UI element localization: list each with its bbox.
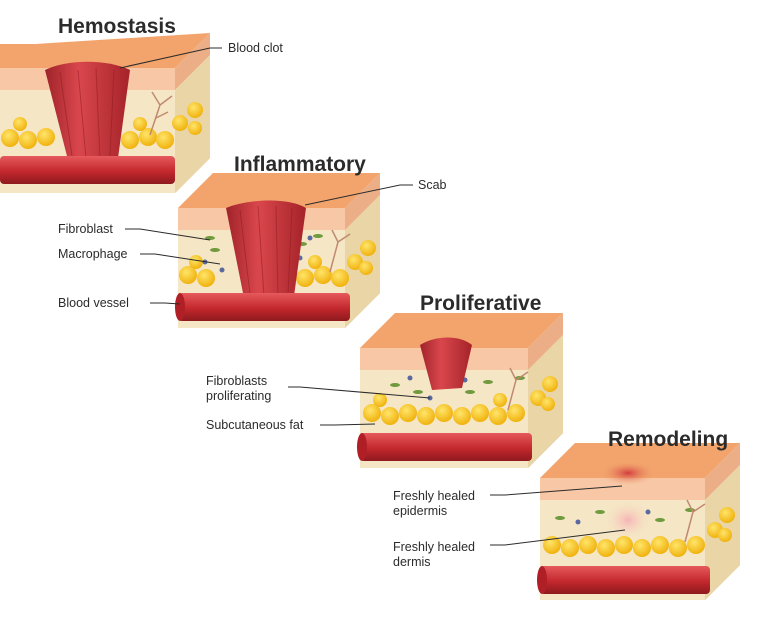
label-freshly-healed-dermis-line1: Freshly healed [393, 540, 475, 554]
proliferative-title: Proliferative [420, 292, 541, 315]
inflammatory-title: Inflammatory [234, 153, 366, 176]
label-macrophage: Macrophage [58, 247, 128, 261]
label-freshly-healed-dermis-line2: dermis [393, 555, 431, 569]
label-freshly-healed-epidermis-line1: Freshly healed [393, 489, 475, 503]
scab [420, 337, 472, 390]
blood-vessel [357, 433, 532, 461]
scab [226, 200, 306, 298]
hemostasis-title: Hemostasis [58, 15, 176, 38]
hemostasis-block [0, 33, 210, 193]
label-blood-clot: Blood clot [228, 41, 283, 55]
blood-vessel [0, 156, 175, 184]
label-fibroblasts-proliferating-line2: proliferating [206, 389, 271, 403]
inflammatory-block [175, 173, 380, 328]
blood-clot [45, 61, 130, 160]
leader-lines [119, 47, 626, 546]
label-blood-vessel: Blood vessel [58, 296, 129, 310]
remodeling-title: Remodeling [608, 428, 728, 451]
fat-layer [1, 102, 203, 149]
label-freshly-healed-epidermis-line2: epidermis [393, 504, 447, 518]
blood-vessel [175, 293, 350, 321]
label-subcutaneous-fat: Subcutaneous fat [206, 418, 304, 432]
label-fibroblast: Fibroblast [58, 222, 113, 236]
fat-layer [363, 376, 558, 425]
label-fibroblasts-proliferating-line1: Fibroblasts [206, 374, 267, 388]
proliferative-block [357, 313, 563, 468]
fat-layer [179, 240, 376, 287]
label-scab: Scab [418, 178, 447, 192]
blood-vessel [537, 566, 710, 594]
fat-layer [543, 507, 735, 557]
remodeling-block [537, 443, 740, 600]
cells [555, 508, 695, 525]
